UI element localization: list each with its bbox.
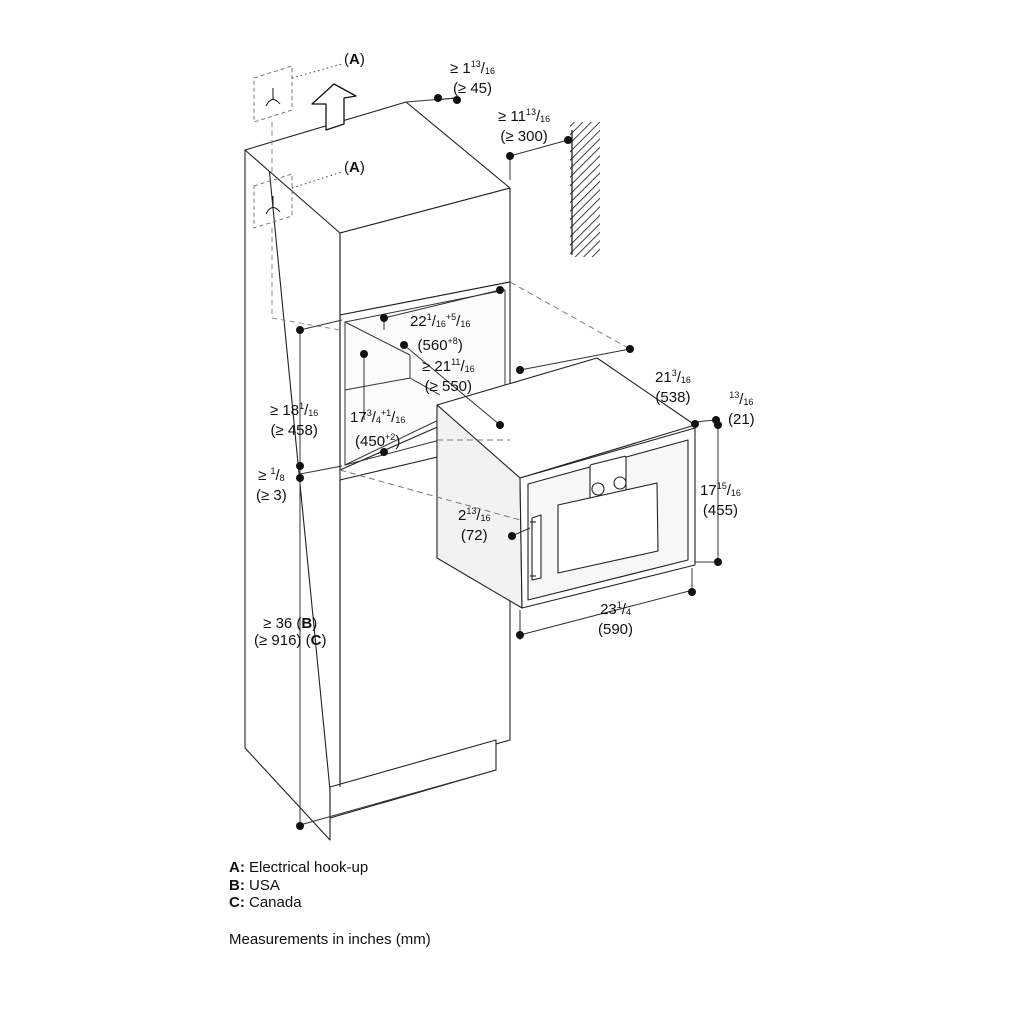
dimension-dots [296, 94, 722, 830]
dim-niche-depth: ≥ 2111/16 (≥ 550) [422, 357, 475, 395]
legend-item-c: C: Canada [229, 894, 302, 911]
legend: A: Electrical hook-up B: USA C: Canada [229, 859, 368, 912]
dim-niche-width: 221/16+5/16 (560+8) [410, 312, 471, 354]
appliance [436, 357, 696, 609]
legend-item-b: B: USA [229, 876, 280, 894]
callout-a-mid: (A) [344, 159, 365, 176]
electrical-hookup-mid [253, 173, 293, 229]
dim-door-thickness: 13/16 (21) [728, 390, 755, 428]
dim-niche-height: 173/4+1/16 (450+2) [350, 408, 406, 450]
measurement-note: Measurements in inches (mm) [229, 931, 431, 948]
dim-top-clearance: ≥ 113/16 (≥ 45) [450, 59, 495, 97]
dim-handle-depth: 213/16 (72) [458, 506, 491, 544]
callout-a-top: (A) [344, 51, 365, 68]
dim-appliance-width: 231/4 (590) [598, 600, 634, 638]
dim-floor-height: ≥ 36 (B) (≥ 916) (C) [254, 615, 327, 649]
dimension-lines [299, 97, 719, 826]
dim-gap-small: ≥ 1/8 (≥ 3) [256, 466, 287, 504]
electrical-hookup-top [253, 65, 293, 123]
dim-appliance-depth: 213/16 (538) [655, 368, 691, 406]
ventilation-arrow [311, 83, 357, 131]
wall-hatch [570, 122, 600, 257]
legend-item-a: A: Electrical hook-up [229, 859, 369, 876]
dashed-projection-lines [339, 281, 631, 521]
dim-wall-clearance: ≥ 1113/16 (≥ 300) [498, 107, 551, 145]
dim-cabinet-upper: ≥ 181/16 (≥ 458) [270, 401, 319, 439]
dim-appliance-height: 1715/16 (455) [700, 481, 741, 519]
